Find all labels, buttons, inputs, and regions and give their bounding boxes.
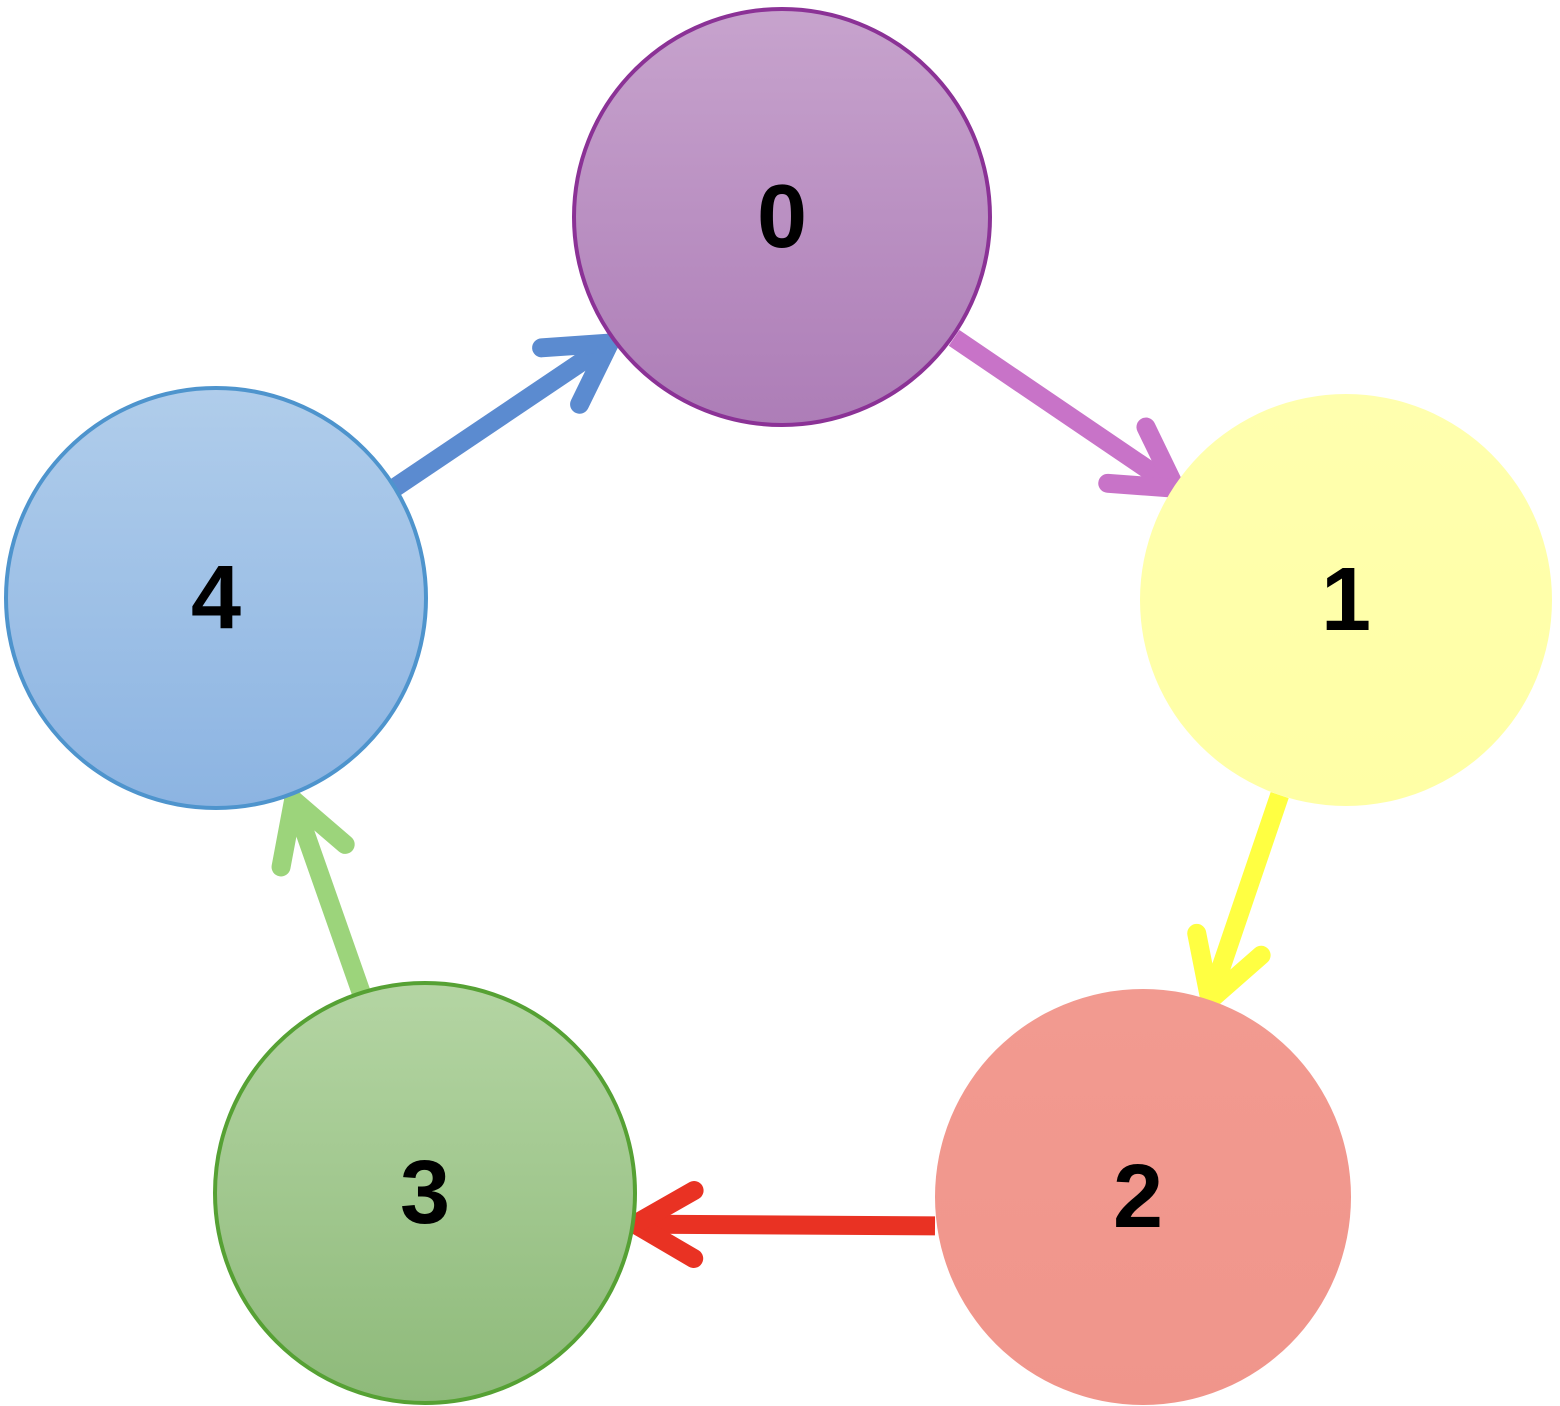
node-circle-3 [213, 981, 637, 1405]
edge-arrowhead-barb1-0-1 [1136, 417, 1186, 498]
edge-3-4 [271, 790, 373, 1003]
edge-arrowhead-barb2-1-2 [1187, 923, 1220, 1010]
edge-arrowhead-barb1-2-3 [625, 1214, 704, 1268]
edge-shaft-4-0 [384, 335, 615, 499]
node-circle-4 [4, 386, 428, 810]
node-circle-2 [935, 989, 1351, 1405]
edge-1-2 [1187, 791, 1289, 1010]
edge-arrowhead-barb2-4-0 [570, 333, 619, 414]
edge-arrowhead-barb1-3-4 [271, 790, 304, 877]
edges-layer [271, 329, 1289, 1268]
edge-4-0 [384, 333, 619, 499]
node-1: 1 [1140, 394, 1552, 806]
node-label-0: 0 [757, 167, 807, 267]
node-3: 3 [213, 981, 637, 1405]
edge-0-1 [948, 329, 1186, 498]
node-label-3: 3 [400, 1143, 450, 1243]
edge-shaft-2-3 [634, 1214, 936, 1236]
edge-shaft-3-4 [284, 796, 373, 1003]
node-2: 2 [935, 989, 1351, 1405]
edge-arrowhead-barb1-1-2 [1200, 945, 1271, 1010]
nodes-layer: 0 1 2 3 4 [4, 7, 1552, 1405]
node-circle-1 [1140, 394, 1552, 806]
edge-arrowhead-barb2-0-1 [1098, 473, 1186, 498]
edge-2-3 [625, 1180, 936, 1268]
edge-arrowhead-barb2-2-3 [625, 1180, 704, 1234]
node-4: 4 [4, 386, 428, 810]
node-circle-0 [572, 7, 992, 427]
edge-shaft-1-2 [1200, 791, 1289, 1004]
node-label-1: 1 [1321, 550, 1371, 650]
node-label-2: 2 [1113, 1147, 1163, 1247]
edge-arrowhead-barb2-3-4 [284, 790, 355, 854]
edge-shaft-0-1 [948, 329, 1181, 497]
edge-arrowhead-barb1-4-0 [532, 333, 619, 358]
node-label-4: 4 [191, 548, 241, 648]
node-0: 0 [572, 7, 992, 427]
